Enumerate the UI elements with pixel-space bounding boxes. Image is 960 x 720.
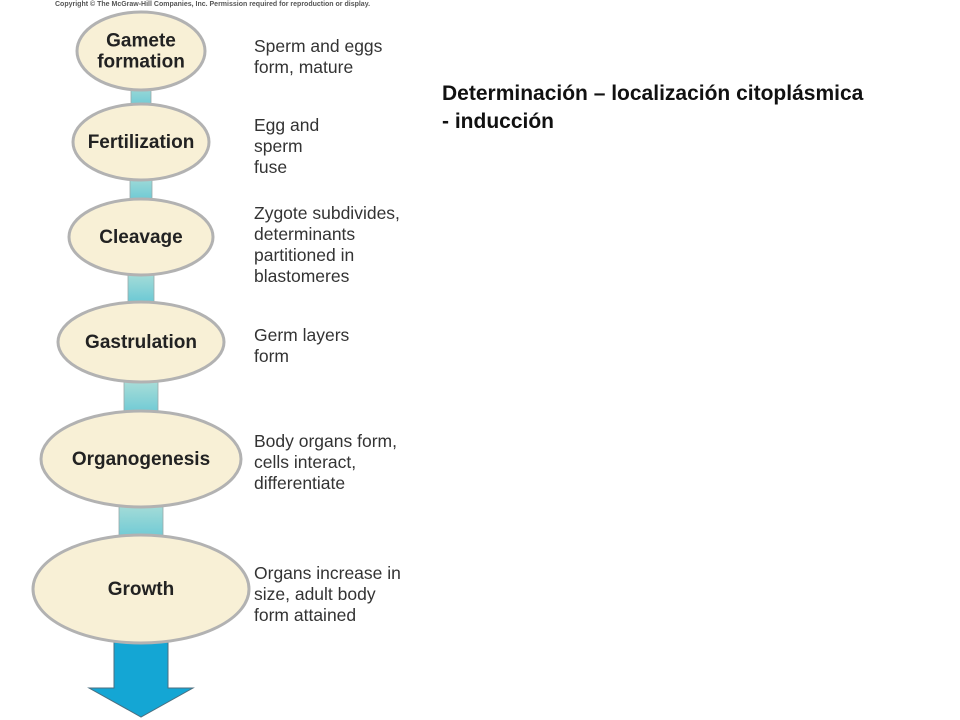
stage-gastrulation: Gastrulation	[56, 300, 226, 384]
stage-oval	[71, 102, 211, 182]
stage-label: Gamete	[106, 31, 176, 52]
stage-label: Gastrulation	[85, 332, 197, 353]
stage-oval	[75, 10, 207, 92]
stage-description-growth: Organs increase in size, adult body form…	[254, 563, 401, 625]
stage-cleavage: Cleavage	[67, 197, 215, 277]
stage-label: Organogenesis	[72, 449, 210, 470]
stage-ovals: GameteformationFertilizationCleavageGast…	[31, 10, 251, 645]
stage-oval	[31, 533, 251, 645]
stage-label: formation	[97, 52, 185, 73]
stage-label: Growth	[108, 579, 175, 600]
stage-oval	[39, 409, 243, 509]
stage-description-gastrulation: Germ layers form	[254, 325, 350, 366]
stage-description-gamete-formation: Sperm and eggs form, mature	[254, 36, 383, 77]
determination-heading: Determinación – localización citoplásmic…	[442, 80, 863, 136]
stage-label: Cleavage	[99, 227, 182, 248]
stage-description-cleavage: Zygote subdivides, determinants partitio…	[254, 203, 400, 286]
stage-label: Fertilization	[88, 132, 195, 153]
stage-fertilization: Fertilization	[71, 102, 211, 182]
stage-growth: Growth	[31, 533, 251, 645]
stage-description-fertilization: Egg and sperm fuse	[254, 115, 320, 177]
stage-organogenesis: Organogenesis	[39, 409, 243, 509]
heading-line-2: - inducción	[442, 110, 554, 133]
heading-line-1: Determinación – localización citoplásmic…	[442, 82, 864, 105]
stage-oval	[56, 300, 226, 384]
stage-description-organogenesis: Body organs form, cells interact, differ…	[254, 431, 397, 493]
copyright-notice: Copyright © The McGraw-Hill Companies, I…	[55, 1, 371, 8]
stage-oval	[67, 197, 215, 277]
